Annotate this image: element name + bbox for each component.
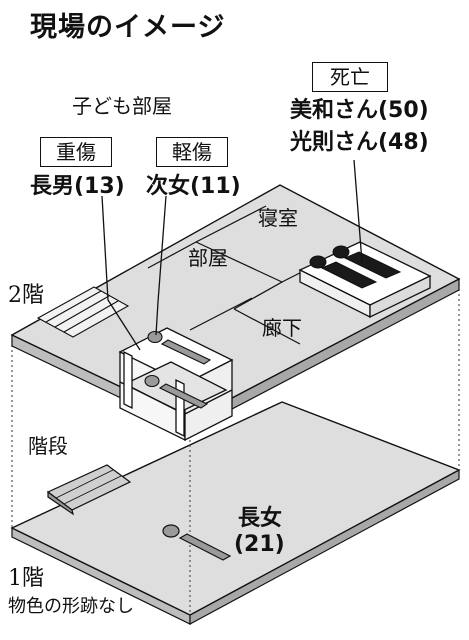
second-daughter-figure <box>144 374 209 409</box>
deceased-figure-1 <box>309 255 378 289</box>
floor-guide-lines <box>11 279 460 615</box>
page-title: 現場のイメージ <box>30 12 226 43</box>
lower-floor-label: 1階 <box>8 566 44 591</box>
upper-stairs <box>36 286 130 338</box>
husband-label: 光則さん(48) <box>290 130 429 155</box>
lower-floor-note: 物色の形跡なし <box>8 596 134 617</box>
room-label: 部屋 <box>188 246 228 270</box>
deceased-figure-2 <box>332 245 402 279</box>
stairs-label: 階段 <box>28 434 68 458</box>
lower-stairs <box>46 464 132 516</box>
injured-tag-b: 軽傷 <box>156 137 228 167</box>
eldest-son-figure <box>147 330 212 365</box>
eldest-daughter-age: (21) <box>234 532 285 557</box>
bedroom-label: 寝室 <box>258 206 298 230</box>
leader-lines <box>101 159 363 351</box>
upper-floor-label: 2階 <box>8 283 44 308</box>
deceased-tag: 死亡 <box>312 62 388 92</box>
second-daughter-label: 次女(11) <box>146 174 241 199</box>
wife-label: 美和さん(50) <box>290 98 429 123</box>
hallway-label: 廊下 <box>262 316 302 340</box>
injured-tag-a: 重傷 <box>40 137 112 167</box>
bunk-bed <box>118 327 234 442</box>
eldest-daughter-name: 長女 <box>238 506 283 531</box>
eldest-daughter-figure <box>162 524 232 561</box>
bedroom-bed <box>298 241 432 319</box>
eldest-son-label: 長男(13) <box>30 174 125 199</box>
children-room-label: 子ども部屋 <box>72 94 172 118</box>
